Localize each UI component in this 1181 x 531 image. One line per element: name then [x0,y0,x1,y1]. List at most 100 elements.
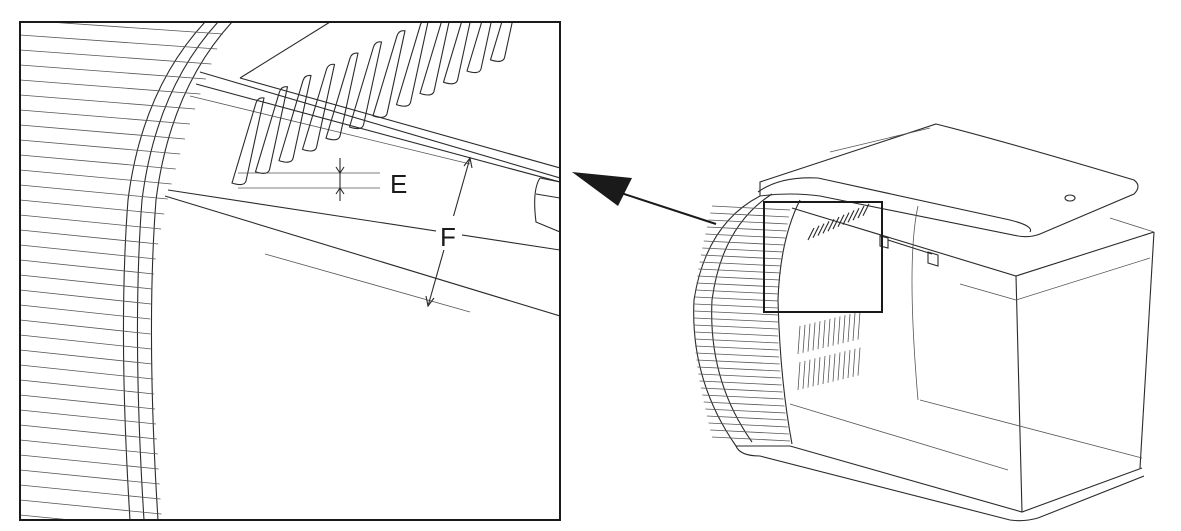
detail-rib [20,199,165,215]
end-cap-rib [705,408,786,414]
lid-knob [1064,194,1076,202]
detail-frame [19,21,561,521]
end-cap-rib [694,303,779,309]
grille-slot [812,322,816,351]
grille-slot [837,316,841,345]
end-cap-rib [694,324,779,330]
detail-vent-slot [419,22,450,96]
detail-rib [20,169,172,185]
end-cap-rib [694,338,779,344]
grille-slot [857,311,861,340]
end-cap-rib [694,345,779,351]
grille-slot-top [807,227,815,241]
detail-rib [20,259,154,275]
end-cap-rib [695,352,780,358]
grille-slot [842,351,846,380]
grille-slot-top [842,212,850,225]
detail-rib [20,214,162,230]
end-cap-rib [694,317,779,323]
grille-slot [812,358,816,387]
detail-rib [20,319,151,335]
detail-vent-slot [231,97,265,186]
end-cap-rib [694,331,779,337]
detail-rib [20,109,190,125]
detail-rib [20,439,158,455]
aquarium-end-cap [693,193,801,447]
detail-view: E F [20,22,560,520]
detail-vent-slot [325,52,359,141]
end-cap-rib [694,310,779,316]
grille-slot [842,315,846,344]
detail-rib [20,34,218,50]
grille-slot-top [812,225,820,239]
detail-rib [20,229,159,245]
end-cap-rib [699,380,782,386]
dimension-e: E [238,158,407,201]
dimension-f: F [425,156,473,308]
end-cap-rib [710,212,789,218]
end-cap-rib [710,429,789,435]
grille-slot [827,318,831,347]
end-cap-rib [698,373,781,379]
grille-slot [852,312,856,341]
grille-slot [832,353,836,382]
grille-slot-top [832,216,840,230]
detail-vent-slot [254,86,289,174]
end-cap-rib [702,394,784,400]
detail-vent-slot [348,41,383,130]
detail-rib [20,94,196,110]
end-cap-rib [703,240,785,246]
grille-slot [832,317,836,346]
detail-rib [20,289,152,305]
end-cap-rib [708,422,788,428]
grille-slot [857,347,861,376]
aquarium-lid [757,123,1139,238]
grille-slot-top [822,221,830,234]
end-cap-rib [696,359,780,365]
end-cap-ribs [694,205,791,442]
detail-vent-slot [301,63,336,152]
grille-slot [807,359,811,388]
grille-slot [837,352,841,381]
detail-rib [20,184,168,200]
grille-slot [807,323,811,352]
detail-rib [20,484,161,500]
detail-highlight-box [763,201,883,313]
end-cap-rib [697,366,781,372]
detail-rib [20,64,206,80]
detail-rib [20,424,157,440]
detail-rib [20,409,157,425]
end-cap-rib [700,254,783,260]
grille-slot [797,325,801,355]
detail-rib [20,274,153,290]
detail-rib [20,139,181,155]
end-cap-rib [708,219,788,225]
grille-slot [817,357,821,386]
grille-slot [852,348,856,377]
end-cap-rib [702,247,784,253]
end-cap-rib [711,436,791,442]
end-cap-rib [705,233,786,239]
detail-rib [20,469,160,485]
detail-rib [20,304,151,320]
end-cap-rib [706,415,787,421]
end-cap-rib [698,268,781,274]
detail-rim [164,22,560,317]
detail-rib [20,454,159,470]
detail-vent-slot [466,22,492,74]
aquarium-vent-grille [797,203,870,391]
grille-slot [802,324,806,353]
aquarium-overview [693,123,1155,522]
detail-ribs [20,22,223,520]
grille-slot-top [847,210,855,223]
detail-ribbed-panel [20,22,233,520]
detail-rib [20,154,176,170]
grille-slot-top [817,223,825,236]
end-cap-rib [711,205,791,211]
grille-slot [827,354,831,383]
grille-slot-top [837,214,845,228]
grille-slot [797,361,801,391]
detail-rib [20,514,75,520]
grille-slot [847,349,851,379]
